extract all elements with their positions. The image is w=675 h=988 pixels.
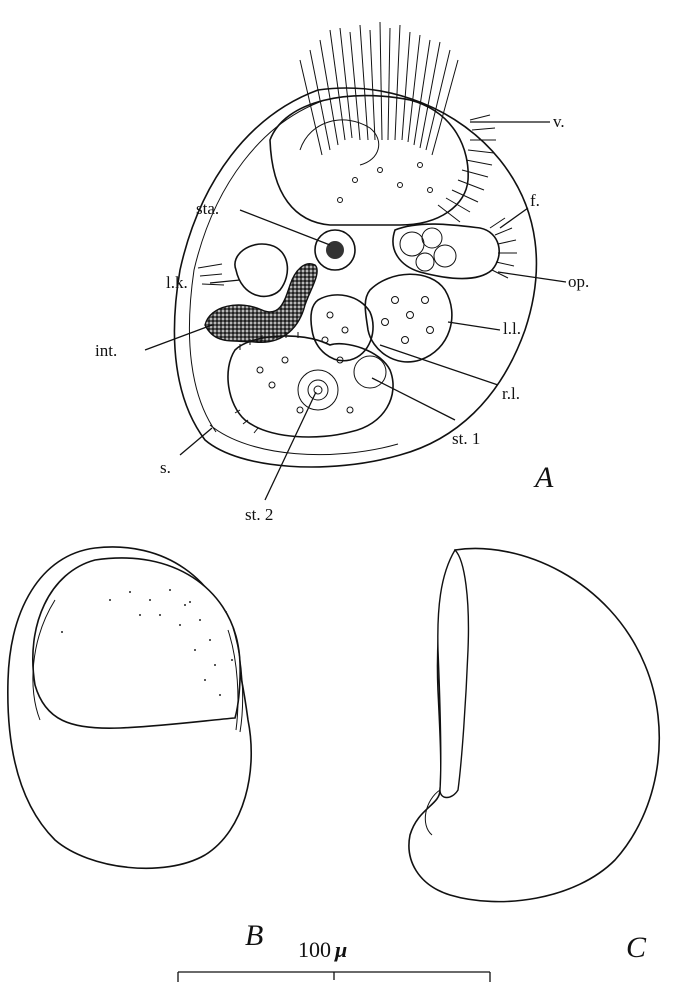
stomach-2 xyxy=(298,370,338,410)
label-statocyst: sta. xyxy=(196,199,219,218)
scale-bar xyxy=(178,972,490,982)
stomach-region xyxy=(228,336,393,437)
label-stomach-1: st. 1 xyxy=(452,429,480,448)
label-foot: f. xyxy=(530,191,540,210)
scale-bar-value: 100 xyxy=(298,937,331,962)
panel-label-c: C xyxy=(626,931,647,964)
label-left-lobe: l.l. xyxy=(503,319,521,338)
label-larval-kidney: l.k. xyxy=(166,273,188,292)
larval-kidney xyxy=(235,244,288,296)
scale-bar-unit: μ xyxy=(334,937,347,962)
intestine xyxy=(205,264,317,343)
figure-c-shell xyxy=(409,548,659,901)
label-intestine: int. xyxy=(95,341,117,360)
label-right-lobe: r.l. xyxy=(502,384,520,403)
shell-outline xyxy=(174,88,536,467)
right-liver-lobe xyxy=(311,295,373,361)
panel-label-a: A xyxy=(533,461,554,494)
foot xyxy=(393,218,517,279)
figure-b-shell xyxy=(8,547,251,868)
label-velum: v. xyxy=(553,112,565,131)
figure-a-larva xyxy=(174,22,536,467)
statocyst xyxy=(315,230,355,270)
label-stomach-2: st. 2 xyxy=(245,505,273,524)
label-operculum: op. xyxy=(568,272,589,291)
panel-label-b: B xyxy=(245,919,263,952)
label-shell: s. xyxy=(160,458,171,477)
